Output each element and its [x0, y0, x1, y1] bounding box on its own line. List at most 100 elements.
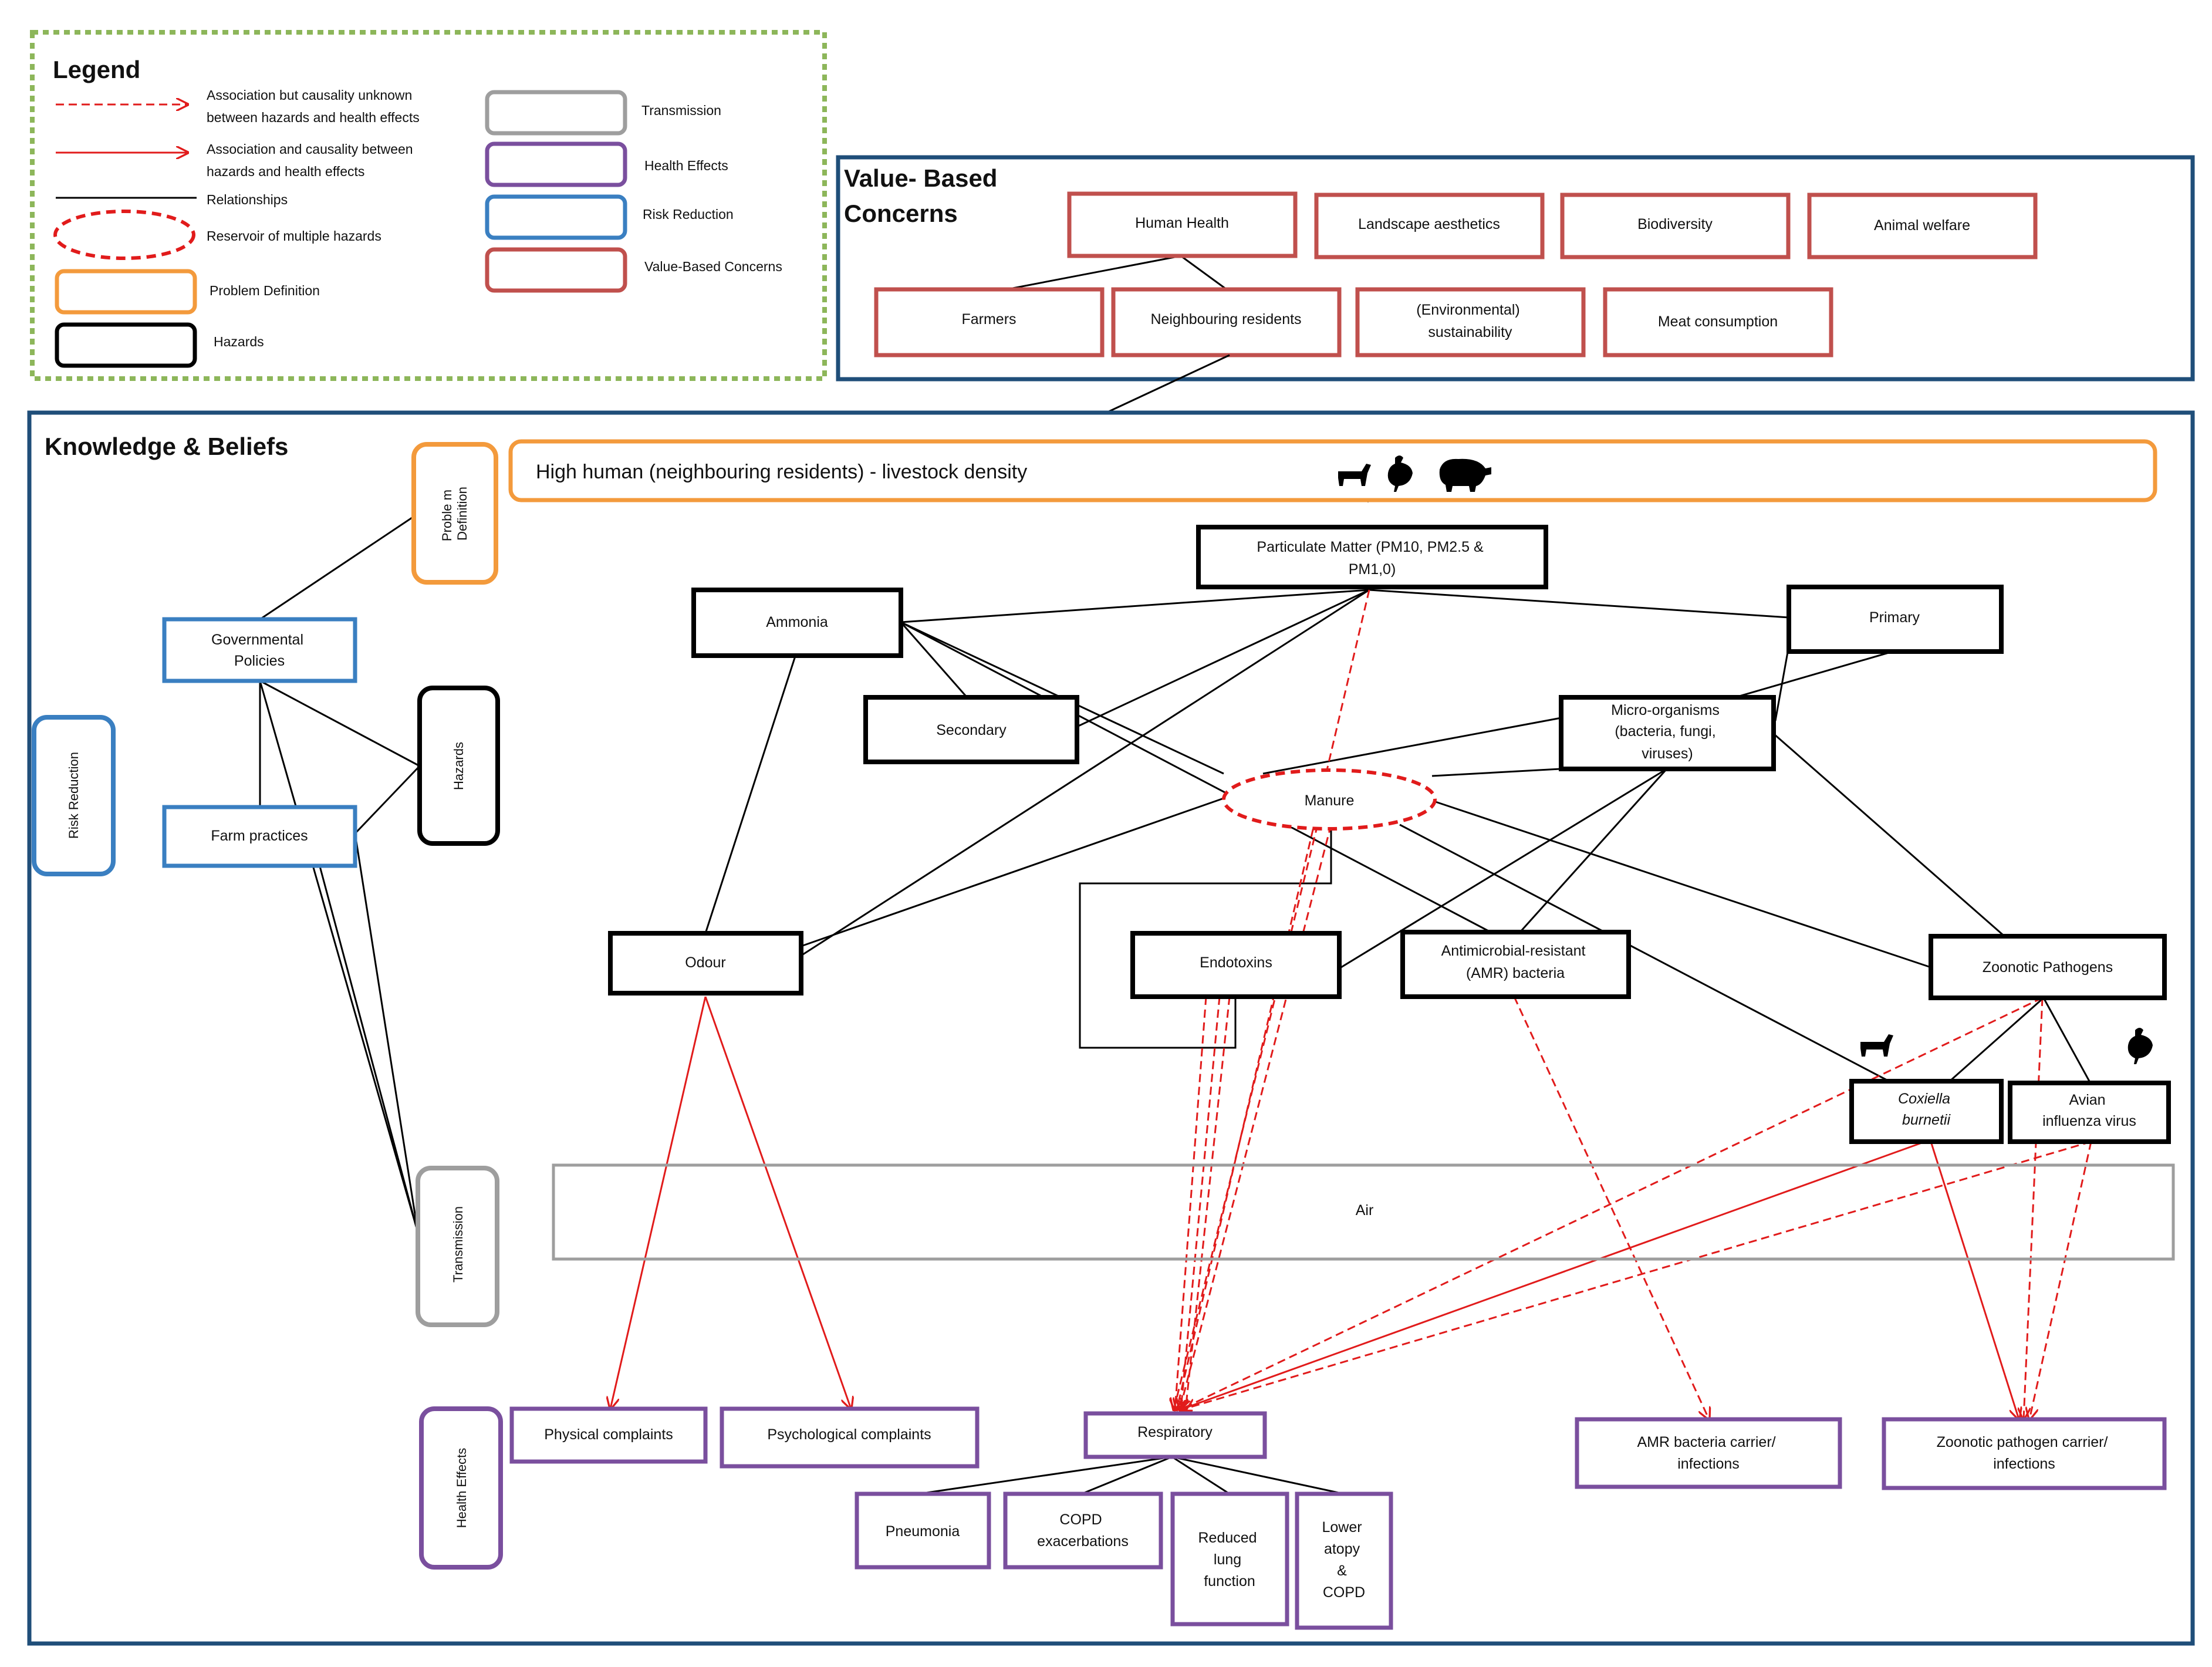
edge-farm-hazards	[354, 765, 421, 835]
node-respiratory-label: Respiratory	[1137, 1424, 1213, 1440]
legend-label-causality-unknown: Association but causality unknown betwee…	[207, 87, 420, 125]
legend: Legend Association but causality unknown…	[30, 30, 827, 381]
node-reduced-lung-function	[1170, 1491, 1289, 1626]
arrow-endotoxins-respiratory	[1175, 996, 1207, 1410]
legend-swatch-risk	[485, 194, 627, 240]
node-physical-complaints	[509, 1406, 708, 1464]
node-meat-consumption-label: Meat consumption	[1658, 313, 1778, 330]
category-hazards-label: Hazards	[451, 742, 466, 790]
arrow-odour-psychological	[704, 996, 851, 1409]
legend-label-reservoir: Reservoir of multiple hazards	[207, 228, 381, 244]
legend-swatch-problem	[55, 269, 197, 315]
legend-label-value: Value-Based Concerns	[644, 259, 782, 274]
edge-manure-zoonotic	[1433, 800, 1931, 969]
knowledge-panel-title: Knowledge & Beliefs	[45, 433, 288, 460]
arrow-amr-carrier	[1513, 996, 1709, 1419]
arrow-endotoxins-respiratory-3	[1186, 996, 1231, 1410]
edge-micro-endotoxins	[1340, 768, 1667, 969]
arrow-pm-respiratory	[1177, 589, 1370, 1410]
node-odour	[608, 931, 803, 996]
knowledge-panel: Knowledge & Beliefs	[27, 410, 2195, 1646]
arrow-zoonotic-carrier	[2024, 997, 2044, 1419]
category-hazards	[417, 686, 500, 846]
edge-pm-odour	[801, 589, 1370, 957]
node-particulate-matter-label: Particulate Matter (PM10, PM2.5 & PM1,0)	[1257, 539, 1487, 578]
edge-micro-manure-2	[1431, 768, 1561, 777]
node-zoonotic-pathogens	[1929, 934, 2167, 1000]
node-neighbouring-residents-label: Neighbouring residents	[1150, 311, 1301, 328]
node-micro-organisms-label: Micro-organisms (bacteria, fungi, viruse…	[1611, 702, 1724, 762]
node-zoonotic-pathogens-label: Zoonotic Pathogens	[1983, 959, 2113, 976]
node-livestock-density-label: High human (neighbouring residents) - li…	[536, 461, 1027, 483]
node-landscape	[1314, 193, 1545, 259]
node-biodiversity-label: Biodiversity	[1637, 216, 1713, 232]
node-micro-organisms	[1559, 695, 1776, 771]
node-avian-influenza-label: Avian influenza virus	[2042, 1092, 2136, 1129]
node-livestock-density	[508, 439, 2157, 502]
node-amr-carrier	[1575, 1417, 1842, 1489]
arrow-coxiella-carrier	[1930, 1141, 2019, 1419]
edge-manure-odour	[801, 797, 1224, 947]
node-zoonotic-carrier	[1882, 1417, 2167, 1490]
edge-humanhealth-residents	[1180, 255, 1227, 291]
node-manure-label: Manure	[1305, 792, 1355, 809]
node-endotoxins	[1130, 931, 1342, 999]
arrow-coxiella-respiratory	[1180, 1140, 1926, 1410]
node-animal-welfare-label: Animal welfare	[1874, 217, 1970, 234]
legend-border	[30, 30, 827, 381]
knowledge-panel-frame	[27, 410, 2195, 1646]
edge-manure-coxiella	[1399, 824, 1887, 1081]
node-human-health-label: Human Health	[1135, 215, 1229, 231]
node-ammonia	[691, 588, 903, 658]
node-psychological-complaints-label: Psychological complaints	[767, 1426, 931, 1443]
edge-gov-transmission	[259, 680, 419, 1233]
edge-micro-manure	[1262, 717, 1562, 775]
edge-ammonia-pm	[900, 589, 1370, 623]
arrow-avian-respiratory	[1181, 1140, 2092, 1410]
edge-farm-transmission	[354, 833, 419, 1233]
category-health-effects	[419, 1406, 503, 1570]
node-primary	[1787, 585, 2004, 654]
node-air	[552, 1163, 2175, 1261]
node-reduced-lung-function-label: Reduced lung function	[1198, 1530, 1261, 1590]
value-panel-frame	[836, 155, 2195, 382]
arrow-endotoxins-respiratory-2	[1181, 996, 1221, 1410]
edge-resp-pneumonia	[918, 1456, 1173, 1495]
node-zoonotic-carrier-label: Zoonotic pathogen carrier/ infections	[1937, 1434, 2112, 1472]
legend-swatch-transmission	[485, 90, 627, 136]
node-pneumonia	[855, 1491, 991, 1570]
node-coxiella-burnetii-label: Coxiella burnetii	[1898, 1091, 1954, 1128]
edge-micro-zoonotic	[1773, 733, 2003, 936]
node-copd-exacerbations-label: COPD exacerbations	[1037, 1511, 1129, 1550]
arrow-manure-respiratory	[1180, 824, 1332, 1410]
animal-icons	[1338, 455, 1491, 492]
edge-resp-copd	[1081, 1456, 1173, 1495]
node-copd-exacerbations	[1003, 1491, 1163, 1570]
edge-gov-problem	[259, 515, 414, 620]
chicken-icon	[1387, 455, 1413, 492]
node-animal-welfare	[1807, 193, 2038, 259]
node-secondary-label: Secondary	[936, 722, 1007, 738]
node-ammonia-label: Ammonia	[766, 614, 828, 630]
legend-swatch-health	[485, 141, 627, 187]
node-amr-bacteria	[1400, 930, 1631, 999]
category-risk-reduction-label: Risk Reduction	[66, 752, 81, 839]
node-human-health	[1067, 191, 1298, 258]
edge-primary-micro-2	[1774, 645, 1790, 721]
category-transmission-label: Transmission	[451, 1206, 465, 1283]
edge-manure-endotoxins-loop	[1079, 825, 1332, 1049]
node-amr-bacteria-label: Antimicrobial-resistant (AMR) bacteria	[1441, 943, 1590, 981]
arrow-odour-physical	[610, 996, 707, 1409]
node-landscape-label: Landscape aesthetics	[1358, 216, 1500, 232]
edge-pm-secondary	[1076, 589, 1370, 728]
edge-resp-lung	[1171, 1456, 1230, 1495]
legend-label-relationships: Relationships	[207, 192, 288, 207]
arrow-avian-carrier	[2029, 1141, 2092, 1419]
node-coxiella-burnetii	[1849, 1079, 2004, 1144]
node-particulate-matter	[1196, 525, 1548, 589]
causal-arrows	[610, 589, 2092, 1419]
node-farmers-label: Farmers	[961, 311, 1016, 328]
pig-icon	[1439, 458, 1491, 492]
